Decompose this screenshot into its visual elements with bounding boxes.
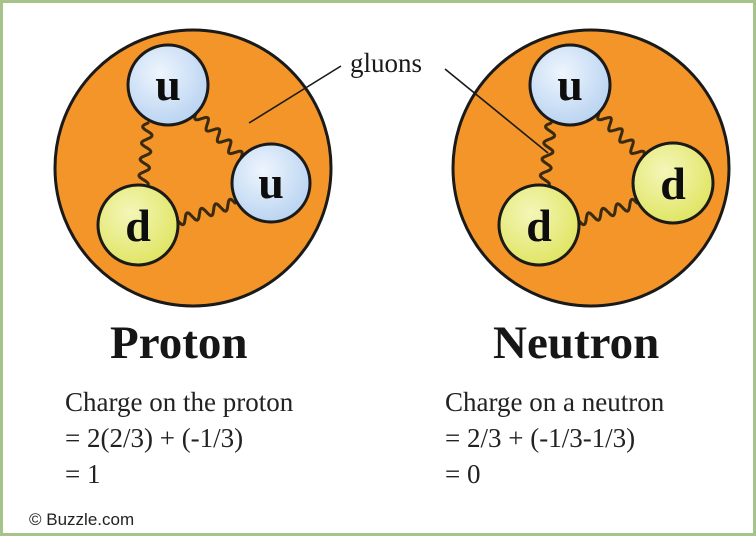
quark-label: u — [557, 59, 583, 110]
charge-line: Charge on a neutron — [445, 384, 664, 420]
quark-label: d — [125, 200, 151, 251]
neutron-charge-text: Charge on a neutron = 2/3 + (-1/3-1/3) =… — [445, 384, 664, 492]
neutron-nucleon: u d d — [453, 30, 729, 306]
neutron-title: Neutron — [493, 316, 659, 370]
charge-line: = 2/3 + (-1/3-1/3) — [445, 420, 664, 456]
credit-text: © Buzzle.com — [29, 510, 134, 530]
proton-title: Proton — [110, 316, 248, 370]
quark-label: d — [660, 158, 686, 209]
charge-line: = 1 — [65, 456, 293, 492]
quark-label: u — [155, 59, 181, 110]
charge-line: = 2(2/3) + (-1/3) — [65, 420, 293, 456]
quark-label: d — [526, 200, 552, 251]
charge-line: = 0 — [445, 456, 664, 492]
proton-nucleon: u u d — [55, 30, 331, 306]
charge-line: Charge on the proton — [65, 384, 293, 420]
quark-label: u — [258, 157, 284, 208]
proton-charge-text: Charge on the proton = 2(2/3) + (-1/3) =… — [65, 384, 293, 492]
gluon-label: gluons — [350, 48, 422, 78]
